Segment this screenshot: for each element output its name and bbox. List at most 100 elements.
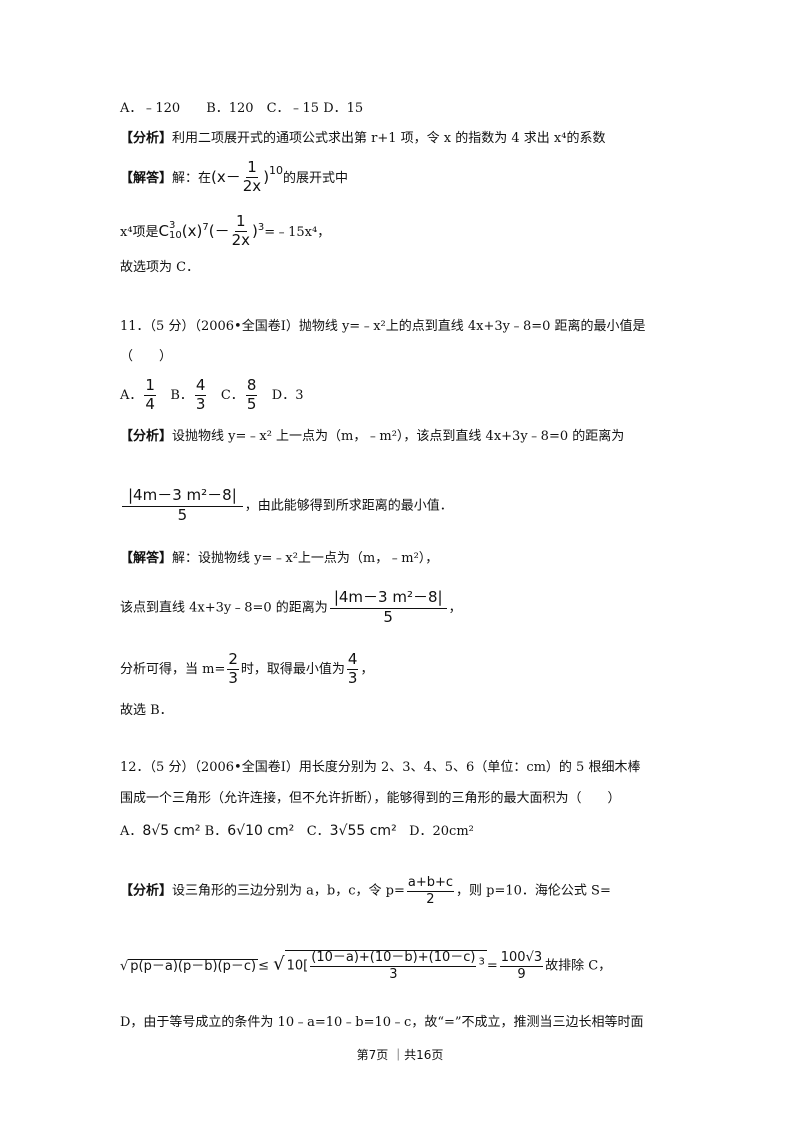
q12-last-line: D，由于等号成立的条件为 10﹣a=10﹣b=10﹣c，故“=”不成立，推测当三… [120, 1015, 644, 1030]
num: 1 [144, 376, 156, 396]
q11-answer-line1: 【解答】解：设抛物线 y=﹣x²上一点为（m，﹣m²）， [120, 552, 438, 565]
num: 2 [227, 650, 239, 670]
frac-den: 2x [242, 176, 262, 195]
analysis-text: 利用二项展开式的通项公式求出第 r+1 项，令 x 的指数为 4 求出 x⁴的系… [172, 131, 606, 146]
num: 4 [194, 376, 207, 396]
q11-stem-line2: （ ） [120, 349, 173, 364]
option-c-value: 3√55 cm² [329, 823, 397, 839]
frac-num: 1 [246, 158, 258, 178]
answer-tag: 【解答】 [120, 551, 173, 566]
q12-options: A．8√5 cm² B．6√10 cm² C．3√55 cm² D．20cm² [120, 824, 474, 838]
analysis-tag: 【分析】 [120, 429, 173, 444]
num: 100√3 [499, 950, 544, 967]
heron-tail: 故排除 C， [545, 958, 612, 974]
q11-analysis-cont: |4m－3 m²－8|5，由此能够得到所求距离的最小值． [120, 487, 453, 524]
x-paren: (x) [181, 221, 203, 240]
q10-options: A．﹣120 B．120 C．﹣15 D．15 [120, 101, 364, 116]
den: 4 [145, 394, 155, 413]
paren-open: (－ [208, 221, 230, 240]
answer-text: 分析可得，当 m= [120, 661, 226, 677]
answer-text: 时，取得最小值为 [240, 661, 345, 677]
q11-answer-line2: 该点到直线 4x+3y﹣8=0 的距离为|4m－3 m²－8|5， [120, 589, 462, 626]
combination-c: C [158, 221, 170, 240]
q12-heron-line: √p(p－a)(p－b)(p－c)≤ √10[(10－a)+(10－b)+(10… [120, 950, 612, 982]
num: a+b+c [406, 875, 455, 892]
option-a-label: A． [120, 824, 143, 839]
option-d: D．3 [271, 387, 304, 403]
term-result: =﹣15x⁴， [264, 224, 331, 240]
le-sign: ≤ [258, 958, 270, 974]
option-c-label: C． [306, 824, 330, 839]
option-b-label: B． [170, 387, 193, 403]
analysis-tag: 【分析】 [120, 883, 173, 899]
answer-tail: ， [448, 600, 462, 616]
answer-text: 解：在 [172, 170, 212, 186]
den: 2 [426, 891, 435, 907]
option-a-label: A． [120, 387, 143, 403]
heron-root: √p(p－a)(p－b)(p－c) [120, 958, 259, 974]
exp-7: 7 [202, 221, 209, 233]
option-d: D．20cm² [409, 824, 474, 839]
q11-analysis: 【分析】设抛物线 y=﹣x² 上一点为（m，﹣m²），该点到直线 4x+3y﹣8… [120, 430, 624, 443]
q10-analysis: 【分析】利用二项展开式的通项公式求出第 r+1 项，令 x 的指数为 4 求出 … [120, 132, 605, 145]
heron-radicand: p(p－a)(p－b)(p－c) [128, 958, 259, 974]
answer-tag: 【解答】 [120, 170, 173, 186]
den: 3 [228, 668, 238, 687]
den: 5 [177, 505, 188, 524]
expr-close: ) [263, 167, 270, 186]
ineq-exp: 3 [478, 956, 485, 968]
expr-x: (x－ [211, 167, 241, 186]
answer-tail: 的展开式中 [283, 170, 349, 186]
num: |4m－3 m²－8| [122, 487, 243, 507]
option-b-label: B． [204, 824, 228, 839]
den: 5 [246, 394, 257, 413]
den: 3 [195, 394, 206, 413]
paren-close: ) [252, 221, 258, 240]
q12-stem-line2: 围成一个三角形（允许连接，但不允许折断），能够得到的三角形的最大面积为（ ） [120, 791, 621, 806]
answer-tail: ， [360, 661, 374, 677]
term-head: x⁴项是 [120, 224, 159, 240]
analysis-text: 设抛物线 y=﹣x² 上一点为（m，﹣m²），该点到直线 4x+3y﹣8=0 的… [172, 429, 625, 444]
comb-sub: 10 [169, 230, 182, 242]
answer-text: 解：设抛物线 y=﹣x²上一点为（m，﹣m²）， [172, 551, 439, 566]
num: (10－a)+(10－b)+(10－c) [310, 950, 477, 967]
page-footer: 第7页 ｜共16页 [356, 1048, 444, 1062]
analysis-tail: ，则 p=10．海伦公式 S= [456, 883, 611, 899]
ineq-pre: 10[ [286, 958, 309, 974]
frac-den: 2x [231, 230, 251, 249]
distance-fraction: |4m－3 m²－8|5 [122, 487, 243, 524]
q10-answer-line3: 故选项为 C． [120, 260, 200, 275]
den: 3 [347, 668, 358, 687]
analysis-tag: 【分析】 [120, 131, 173, 146]
expr-exponent: 10 [269, 163, 284, 177]
q11-answer-line4: 故选 B． [120, 703, 173, 718]
option-c-label: C． [220, 387, 244, 403]
ineq-root: √ [273, 953, 285, 975]
option-a-value: 8√5 cm² [142, 823, 201, 839]
exp-3: 3 [257, 221, 265, 233]
distance-fraction: |4m－3 m²－8|5 [329, 589, 447, 626]
den: 9 [517, 966, 526, 982]
analysis-text: 设三角形的三边分别为 a，b，c，令 p= [172, 883, 405, 899]
comb-sup: 3 [169, 220, 176, 232]
q12-stem-line1: 12．（5 分）（2006•全国卷Ⅰ）用长度分别为 2、3、4、5、6（单位：c… [120, 760, 641, 775]
q11-stem-line1: 11．（5 分）（2006•全国卷Ⅰ）抛物线 y=﹣x²上的点到直线 4x+3y… [120, 319, 646, 334]
num: 4 [346, 650, 359, 670]
